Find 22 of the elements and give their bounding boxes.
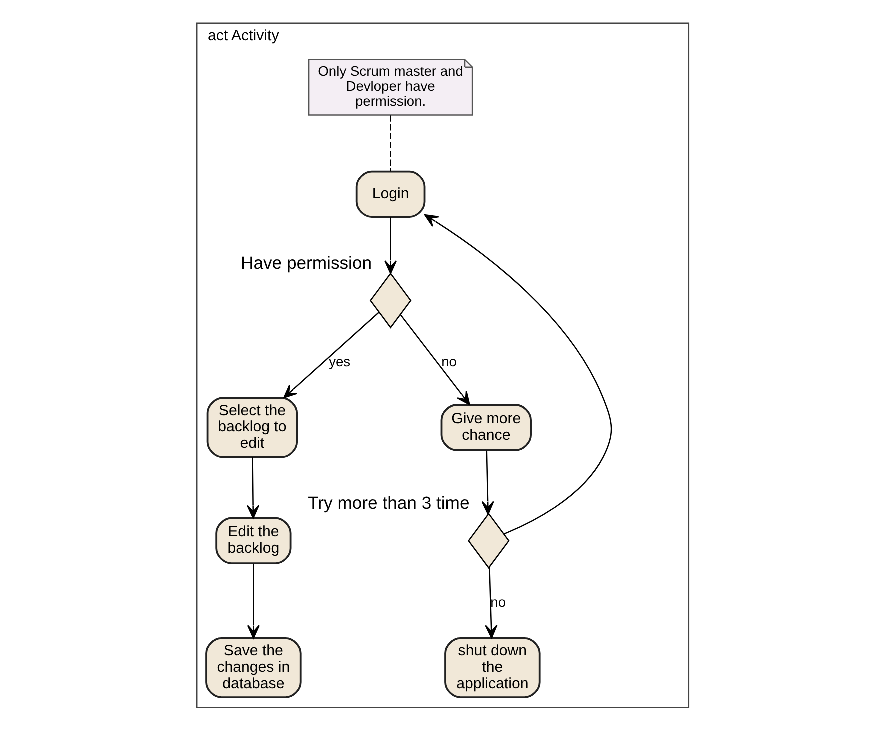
arrow: [485, 567, 498, 639]
arrow: [384, 217, 398, 274]
node-label: Try more than 3 time: [308, 493, 470, 514]
edge-label: no: [442, 354, 457, 370]
arrow: [482, 450, 494, 516]
node-box: Edit the backlog: [216, 517, 292, 565]
connector: [390, 116, 392, 172]
node-box: Login: [356, 170, 426, 218]
arrow: [284, 312, 380, 399]
arrow: [400, 314, 470, 406]
node-box: Save the changes in database: [206, 638, 302, 698]
node-box: Select the backlog to edit: [206, 397, 298, 458]
arrow: [247, 564, 260, 639]
edge-label: no: [490, 594, 506, 610]
node-box: Give more chance: [440, 404, 532, 452]
node-diamond: [370, 272, 412, 329]
edge-label: yes: [329, 354, 351, 370]
node-box: shut down the application: [444, 638, 541, 698]
node-diamond: [468, 512, 510, 570]
node-label: Have permission: [241, 252, 372, 273]
arrow: [424, 214, 612, 535]
arrow: [247, 458, 260, 519]
